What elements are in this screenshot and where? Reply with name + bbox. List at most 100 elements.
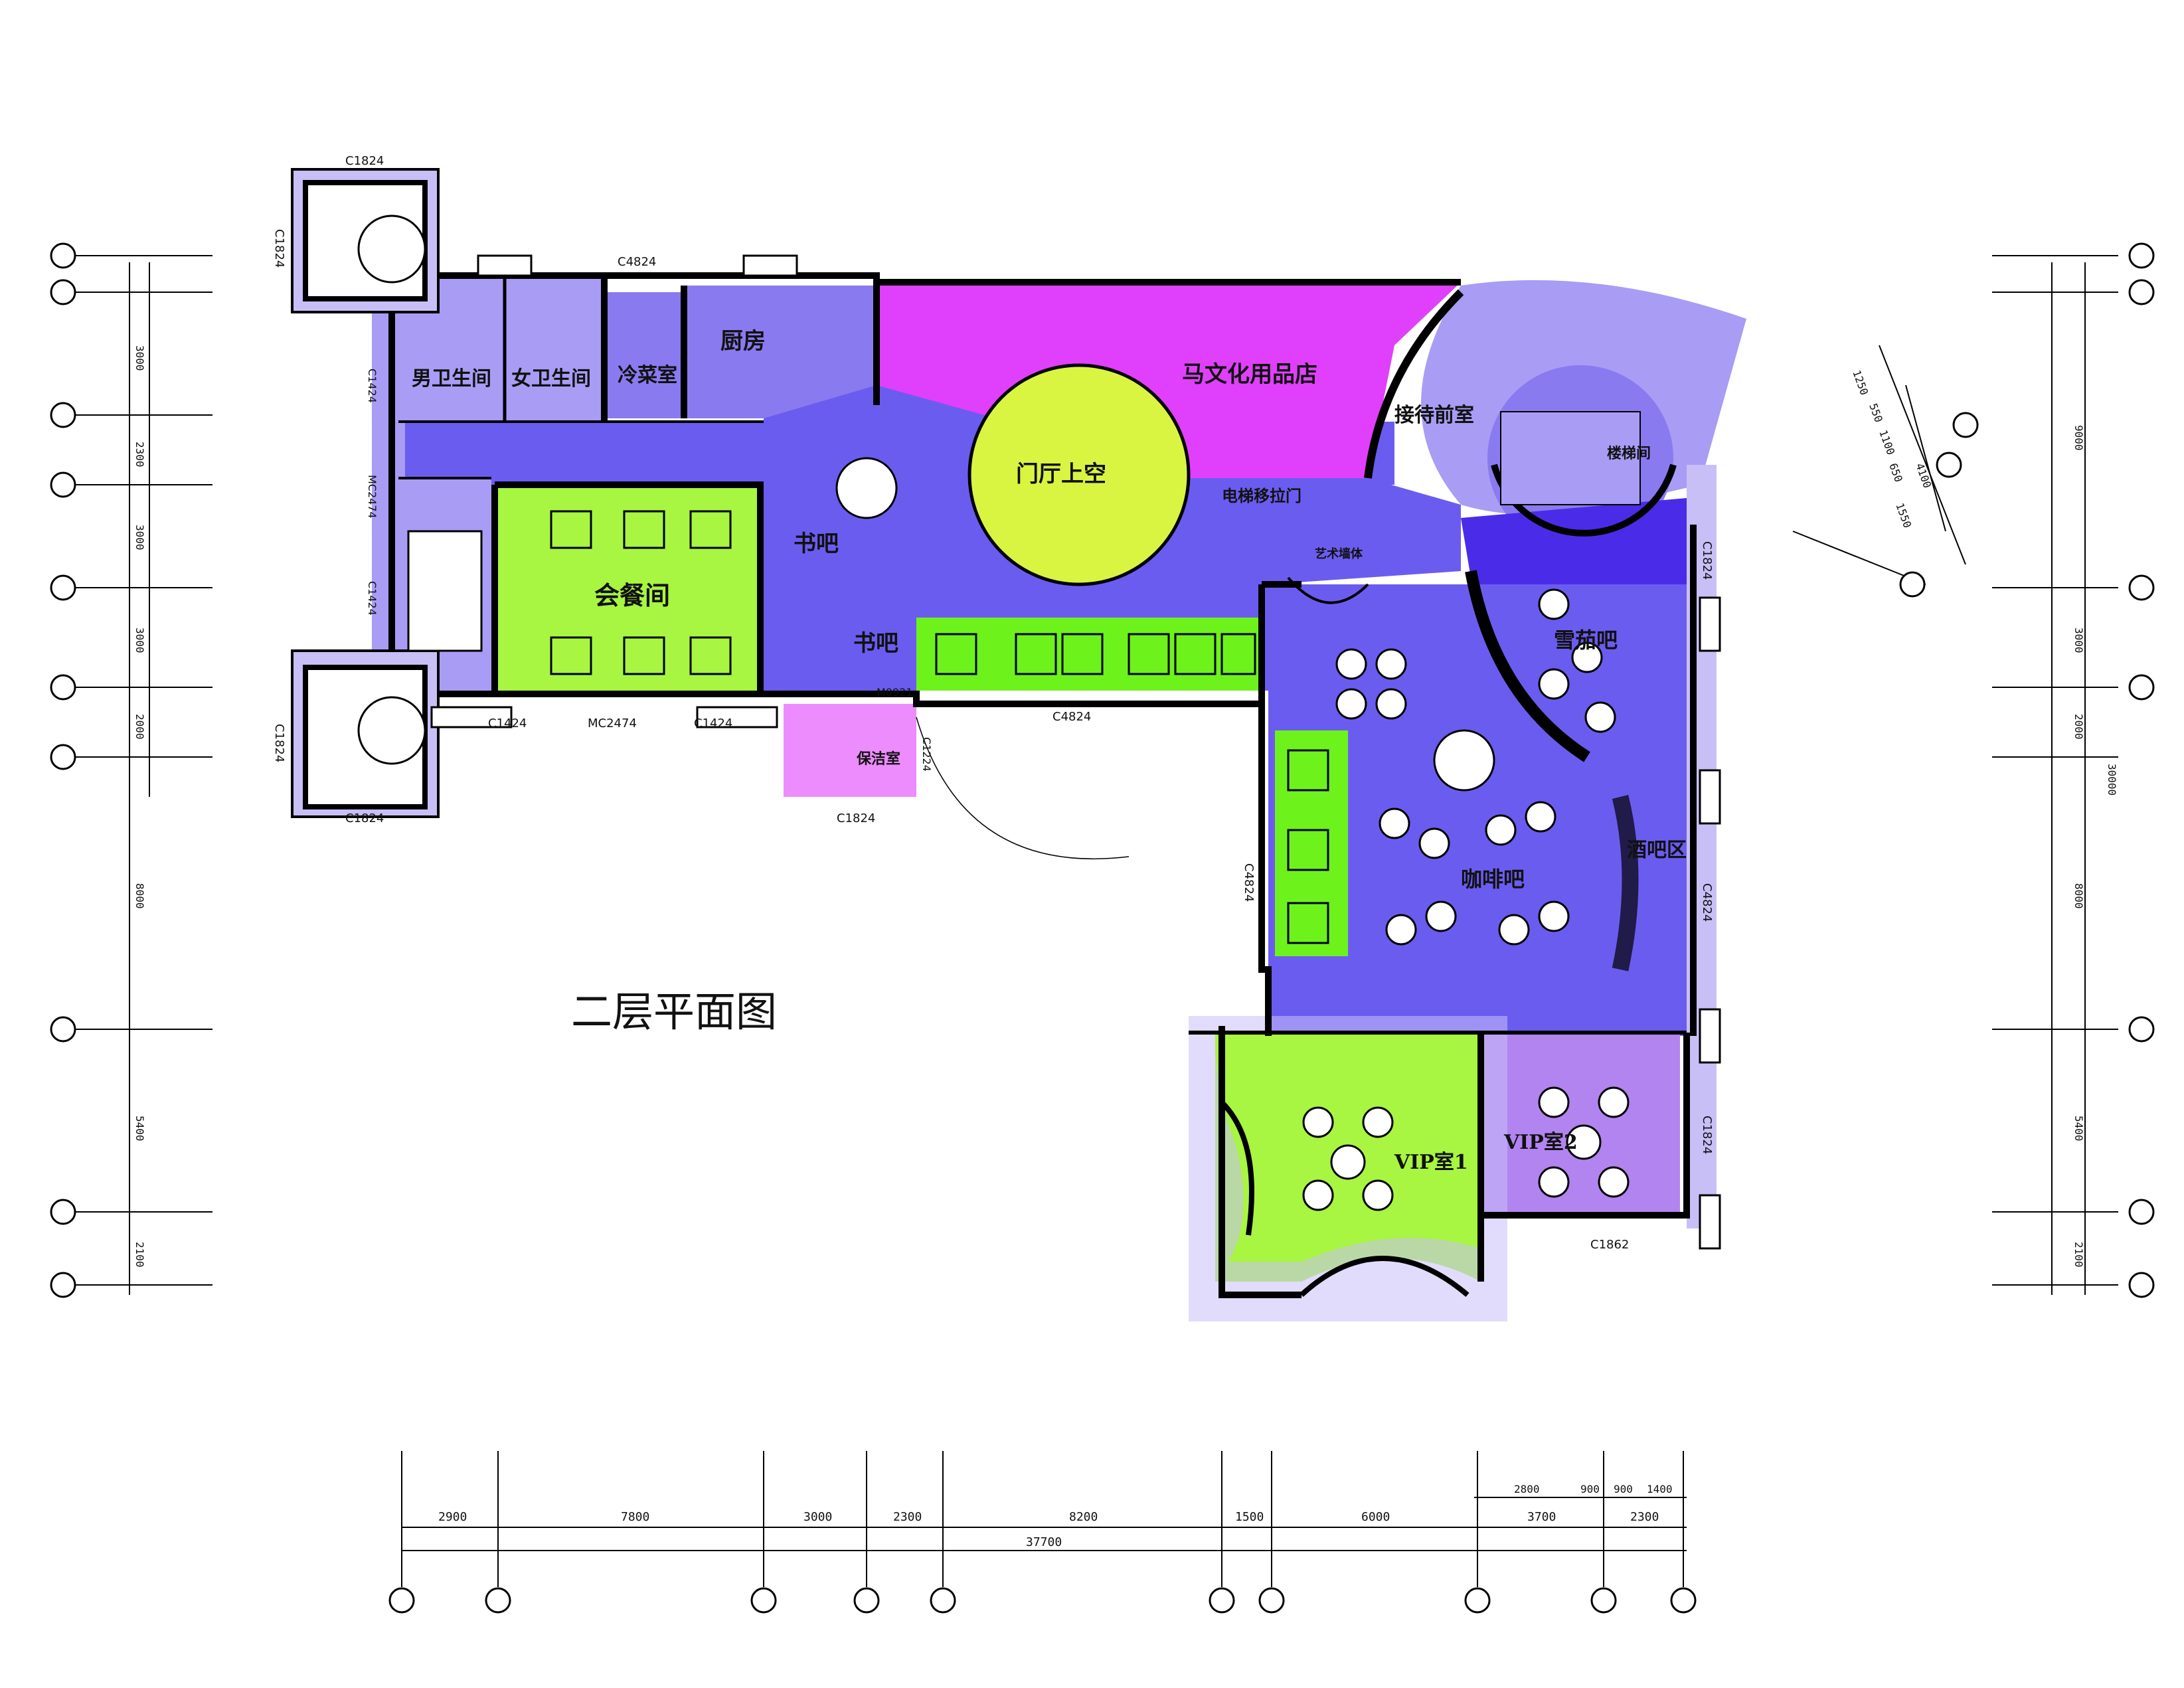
banquet-fill — [495, 485, 760, 697]
dim-right-6: 2100 — [2072, 1242, 2085, 1268]
dim-left-6: 8000 — [133, 883, 146, 909]
dim-right-4: 8000 — [2072, 883, 2085, 909]
women-wc-fill — [505, 279, 604, 422]
dim-bottom-r2-1: 2800 — [1514, 1483, 1540, 1495]
cigar-curve-wall — [1465, 570, 1590, 762]
dim-right-3: 2000 — [2072, 714, 2085, 740]
right-grid-bubbles — [2128, 242, 2155, 1298]
dim-bottom-total: 37700 — [1026, 1535, 1062, 1549]
coffee-sofa-fill — [1275, 730, 1348, 956]
dim-right-2: 3000 — [2072, 628, 2085, 653]
reception-stair — [1500, 411, 1641, 505]
sofa-strip-fill — [916, 618, 1262, 691]
window-labels: C1824 C1824 C4824 C1424 MC2474 C1424 C18… — [272, 154, 1714, 1252]
dim-diag-1: 1250 — [1850, 369, 1871, 397]
plan-title: 二层平面图 — [571, 987, 777, 1036]
win-c1824-bot: C1824 — [345, 811, 384, 825]
win-c1862: C1862 — [1590, 1238, 1629, 1252]
dim-bottom-3: 3000 — [803, 1510, 832, 1524]
dim-left-1: 3000 — [133, 345, 146, 371]
room-label-women-wc: 女卫生间 — [511, 367, 591, 390]
win-mc2474-v: MC2474 — [366, 475, 378, 519]
window-markers — [430, 254, 1721, 1250]
win-c1824-right: C1824 — [1700, 541, 1714, 580]
dim-left-7: 5400 — [133, 1116, 146, 1141]
room-label-vip1: VIP室1 — [1394, 1151, 1468, 1174]
lower-door-arc — [916, 717, 1130, 859]
bottom-dim-labels: 2900 7800 3000 2300 8200 1500 6000 3700 … — [438, 1483, 1673, 1549]
win-c4824-top: C4824 — [618, 255, 656, 269]
win-m0921: M0921 — [877, 686, 913, 699]
dim-left-3: 3000 — [133, 525, 146, 550]
room-label-bookbar-2: 书吧 — [853, 630, 898, 657]
room-label-lobby-void: 门厅上空 — [1016, 461, 1106, 487]
dim-diag-4: 650 — [1887, 462, 1905, 484]
cold-room-fill — [604, 292, 684, 418]
banquet-tables — [550, 510, 732, 675]
room-label-cold-room: 冷菜室 — [618, 364, 677, 387]
round-tables — [835, 457, 1602, 1180]
win-c1224: C1224 — [920, 737, 933, 772]
main-stair — [407, 530, 483, 652]
room-label-stair: 楼梯间 — [1607, 445, 1651, 462]
bottom-grid-bubbles — [388, 1587, 1697, 1614]
room-label-coffee: 咖啡吧 — [1461, 867, 1525, 892]
coffee-chairs — [1302, 588, 1630, 1211]
win-c1824-bot2: C1824 — [837, 811, 875, 825]
dim-diag-3: 1100 — [1877, 428, 1897, 457]
coffee-top-fill — [1268, 584, 1468, 691]
room-label-bar: 酒吧区 — [1627, 839, 1687, 862]
dim-left-5: 2000 — [133, 714, 146, 740]
dim-bottom-2: 7800 — [621, 1510, 649, 1524]
win-c1424-v: C1424 — [366, 369, 378, 403]
dim-bottom-r2-3: 900 — [1614, 1483, 1633, 1495]
stair-tower-top — [291, 168, 440, 313]
sofa-set — [935, 633, 1329, 944]
dim-left-2: 2300 — [133, 442, 146, 467]
win-mc2474: MC2474 — [588, 717, 637, 730]
win-c4824-mid: C4824 — [1052, 710, 1091, 724]
win-c1424b: C1424 — [694, 717, 732, 730]
dim-bottom-8: 3700 — [1527, 1510, 1556, 1524]
dim-bottom-9: 2300 — [1630, 1510, 1659, 1524]
room-label-bookbar-1: 书吧 — [794, 531, 839, 557]
room-label-vip2: VIP室2 — [1503, 1131, 1578, 1154]
win-c1824-v: C1824 — [272, 724, 286, 762]
room-label-cigar: 雪茄吧 — [1554, 628, 1618, 653]
dim-bottom-r2-4: 1400 — [1647, 1483, 1673, 1495]
dim-diag-6: 4100 — [1913, 462, 1934, 490]
dim-bottom-4: 2300 — [893, 1510, 922, 1524]
win-c1424-v2: C1424 — [366, 581, 378, 616]
win-c1824-left: C1824 — [272, 229, 286, 268]
dim-left-4: 3000 — [133, 628, 146, 653]
stair-tower-bottom — [291, 649, 440, 818]
bar-counter — [1612, 794, 1639, 971]
art-wall-arc — [1287, 576, 1369, 604]
dim-diag-2: 550 — [1867, 402, 1885, 424]
vip-bottom-arch — [1300, 1256, 1470, 1298]
dim-diag-5: 1550 — [1893, 501, 1914, 530]
room-label-store: 马文化用品店 — [1182, 361, 1317, 388]
lobby-void-fill — [967, 363, 1191, 586]
dim-bottom-7: 6000 — [1361, 1510, 1390, 1524]
room-label-reception: 接待前室 — [1394, 404, 1474, 427]
dim-bottom-6: 1500 — [1235, 1510, 1264, 1524]
room-label-banquet: 会餐间 — [594, 580, 670, 610]
dim-bottom-r2-2: 900 — [1580, 1483, 1600, 1495]
right-dim-labels: 9000 3000 2000 8000 5400 2100 30000 — [2072, 425, 2118, 1268]
left-dim-labels: 3000 2300 3000 3000 2000 8000 5400 2100 — [133, 345, 146, 1268]
bottom-dimensions — [401, 1451, 1687, 1587]
room-label-cleaning: 保洁室 — [856, 750, 900, 768]
right-dimensions — [1992, 255, 2118, 1295]
room-label-men-wc: 男卫生间 — [412, 367, 491, 390]
diagonal-grid-bubbles — [1899, 412, 1979, 598]
dim-bottom-5: 8200 — [1069, 1510, 1098, 1524]
reception-curve-wall — [1364, 289, 1464, 479]
dim-bottom-1: 2900 — [438, 1510, 467, 1524]
dim-right-5: 5400 — [2072, 1116, 2085, 1141]
room-label-art: 艺术墙体 — [1315, 547, 1363, 561]
room-label-kitchen: 厨房 — [720, 328, 766, 355]
win-c1824-right2: C1824 — [1700, 1116, 1714, 1154]
win-c4824-right: C4824 — [1700, 883, 1714, 922]
